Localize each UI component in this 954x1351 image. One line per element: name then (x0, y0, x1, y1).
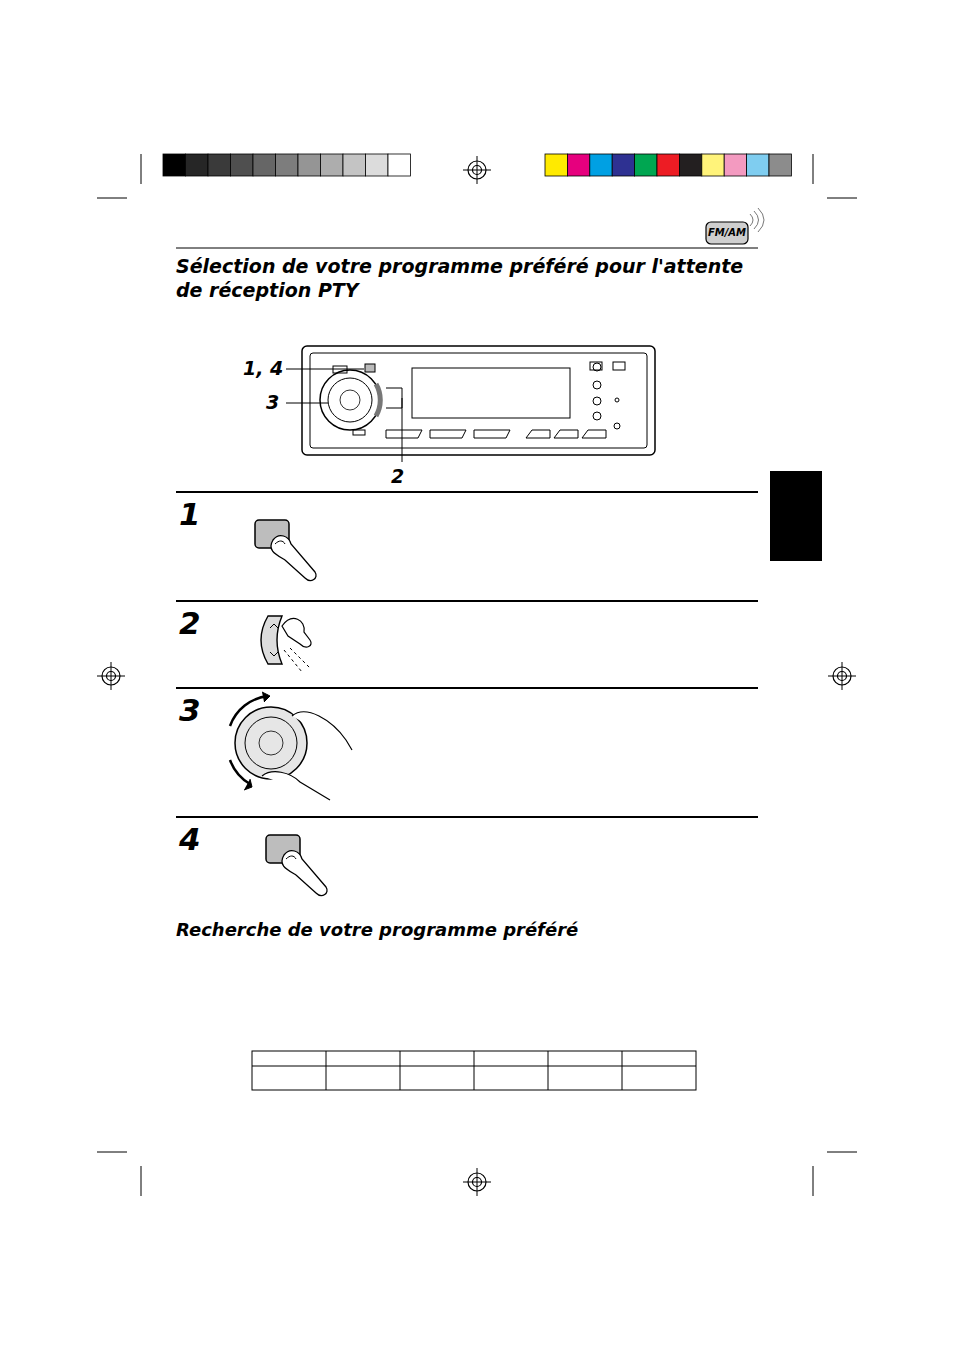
language-tab (770, 471, 822, 561)
signal-waves (750, 208, 764, 232)
page-title: Sélection de votre programme préféré pou… (176, 254, 756, 302)
leader-lines (286, 369, 402, 462)
step-number: 4 (179, 822, 201, 856)
callout-number: 1, 4 (243, 358, 283, 379)
step-number: 3 (179, 693, 201, 727)
section-rules (176, 248, 758, 817)
colour-bar (545, 154, 791, 176)
seek-rocker-hand (261, 616, 311, 672)
grey-scale-bar (163, 154, 411, 176)
crop-marks (97, 154, 857, 1196)
radio-faceplate (302, 346, 655, 455)
step-number: 1 (179, 497, 201, 531)
control-dial-hand (230, 692, 352, 800)
callout-number: 2 (391, 466, 404, 487)
step-number: 2 (179, 606, 201, 640)
icon-label: FM/AM (708, 227, 746, 238)
callout-number: 3 (266, 392, 279, 413)
pty-table (252, 1051, 696, 1090)
section-heading: Recherche de votre programme préféré (176, 920, 578, 940)
fm-am-icon (706, 222, 748, 244)
